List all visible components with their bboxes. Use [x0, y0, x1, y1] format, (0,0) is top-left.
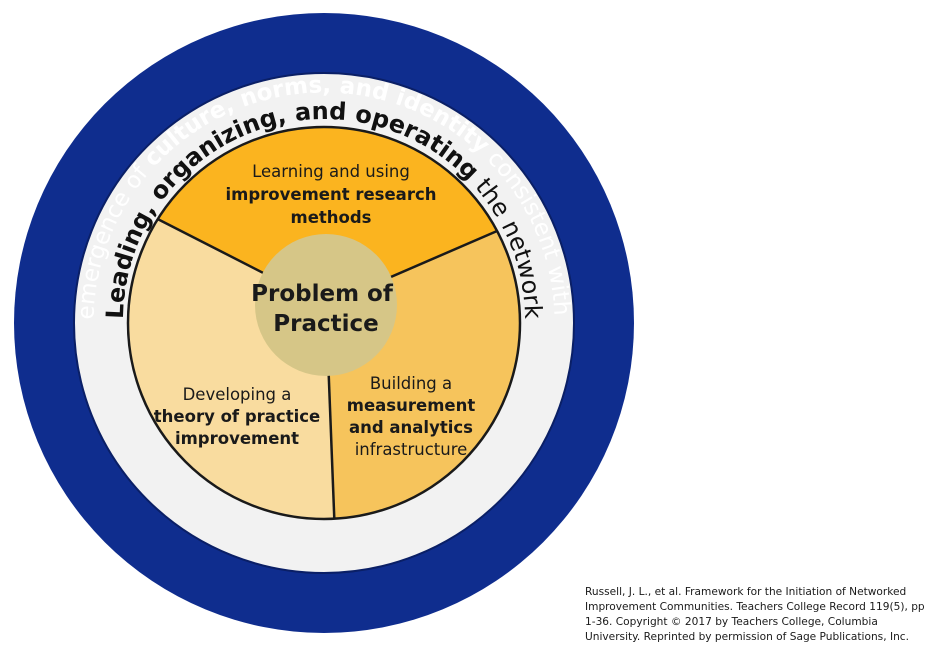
inner-circle-outline [126, 125, 522, 521]
citation-line: Russell, J. L., et al. Framework for the… [585, 586, 907, 598]
center-label-line2: Practice [273, 311, 378, 337]
wedge-right-label-line: infrastructure [355, 440, 468, 459]
wedge-left-label-line: improvement [175, 429, 299, 448]
wedge-right-label-line: measurement [347, 396, 476, 415]
center-label: Problem of Practice [251, 281, 401, 337]
citation: Russell, J. L., et al. Framework for the… [585, 585, 930, 645]
wedge-top [157, 126, 498, 305]
wedge-right-label-line: Building a [370, 374, 452, 393]
wedge-right-label-line: and analytics [349, 418, 473, 437]
wedge-left-label-line: Developing a [183, 385, 292, 404]
wedge-top-label-line: Learning and using [252, 162, 410, 181]
wedge-top-label-line: improvement research [226, 185, 437, 204]
center-circle [255, 234, 397, 376]
citation-line: University. Reprinted by permission of S… [585, 631, 909, 643]
citation-line: Improvement Communities. Teachers Colleg… [585, 601, 925, 613]
citation-line: 1-36. Copyright © 2017 by Teachers Colle… [585, 616, 878, 628]
wedge-left-label: Developing a theory of practice improvemen… [154, 385, 320, 448]
wedge-top-label-line: methods [291, 208, 372, 227]
wedge-right-label: Building a measurement and analytics infras… [347, 374, 476, 459]
wedge-left-label-line: theory of practice [154, 407, 320, 426]
wedge-top-label: Learning and using improvement research me… [226, 162, 437, 227]
center-label-line1: Problem of [251, 281, 394, 307]
